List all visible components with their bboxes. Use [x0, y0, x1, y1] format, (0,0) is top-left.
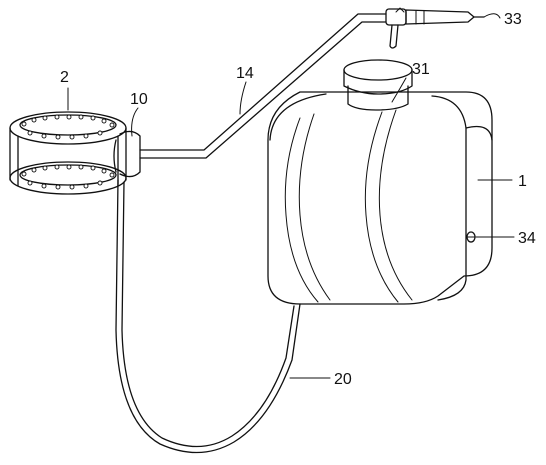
pipe [139, 13, 387, 159]
bottom-ring-holes [21, 164, 115, 190]
tank [267, 91, 493, 305]
label-pipe: 14 [236, 65, 254, 82]
label-hose: 20 [334, 371, 352, 388]
drain-valve [466, 231, 476, 243]
label-cap: 31 [412, 61, 430, 78]
label-tank: 1 [518, 173, 527, 190]
tank-cap [343, 59, 413, 111]
leader-lines [67, 13, 515, 379]
label-valve: 34 [518, 230, 536, 247]
ring-holder [9, 111, 127, 195]
label-connector: 10 [130, 91, 148, 108]
top-ring-holes [21, 114, 115, 140]
label-ring: 2 [60, 69, 69, 86]
nozzle [385, 7, 485, 49]
label-nozzle: 33 [504, 11, 522, 28]
hose [115, 179, 301, 454]
